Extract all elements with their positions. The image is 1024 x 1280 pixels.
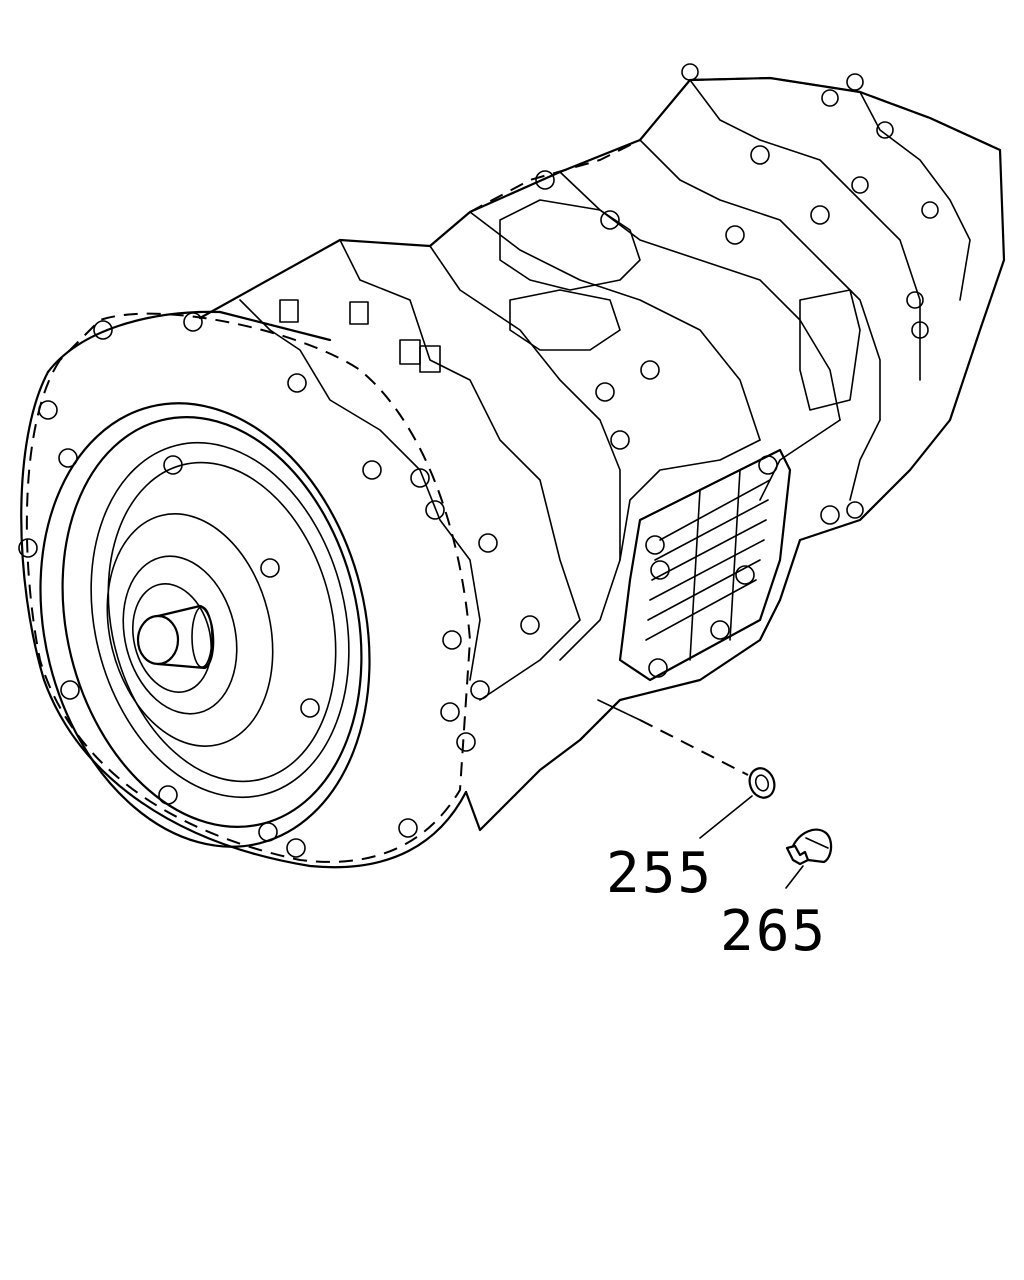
flange-bolts	[18, 312, 476, 858]
oil-pan	[618, 448, 792, 682]
callout-265: 265	[720, 899, 828, 964]
torque-converter	[39, 402, 371, 848]
drain-plug-265	[785, 828, 833, 889]
bell-housing	[20, 310, 472, 869]
transmission-case	[198, 76, 1006, 832]
callout-255: 255	[606, 841, 714, 906]
case-details	[279, 63, 939, 700]
drain-leader	[597, 699, 749, 776]
washer-255	[699, 767, 776, 839]
